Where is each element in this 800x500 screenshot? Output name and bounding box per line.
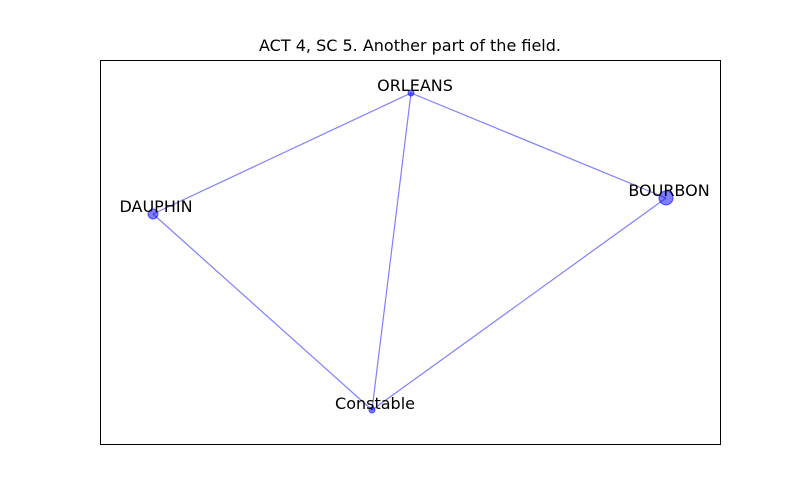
edge-orleans-constable (371, 92, 412, 411)
edge-orleans-dauphin (152, 92, 412, 215)
plot-frame (100, 60, 721, 445)
node-label-bourbon: BOURBON (628, 181, 709, 200)
node-orleans (407, 89, 415, 97)
node-bourbon (658, 190, 674, 206)
node-label-constable: Constable (335, 394, 415, 413)
node-label-dauphin: DAUPHIN (119, 197, 192, 216)
edge-bourbon-constable (371, 197, 667, 411)
edge-layer (152, 92, 667, 411)
node-constable (368, 406, 376, 414)
node-layer (147, 89, 674, 414)
edge-dauphin-constable (152, 213, 373, 411)
node-dauphin (147, 208, 159, 220)
node-label-orleans: ORLEANS (377, 76, 453, 95)
chart-title: ACT 4, SC 5. Another part of the field. (259, 36, 561, 55)
label-layer: ORLEANS DAUPHIN BOURBON Constable (119, 76, 709, 413)
edge-orleans-bourbon (410, 92, 667, 199)
